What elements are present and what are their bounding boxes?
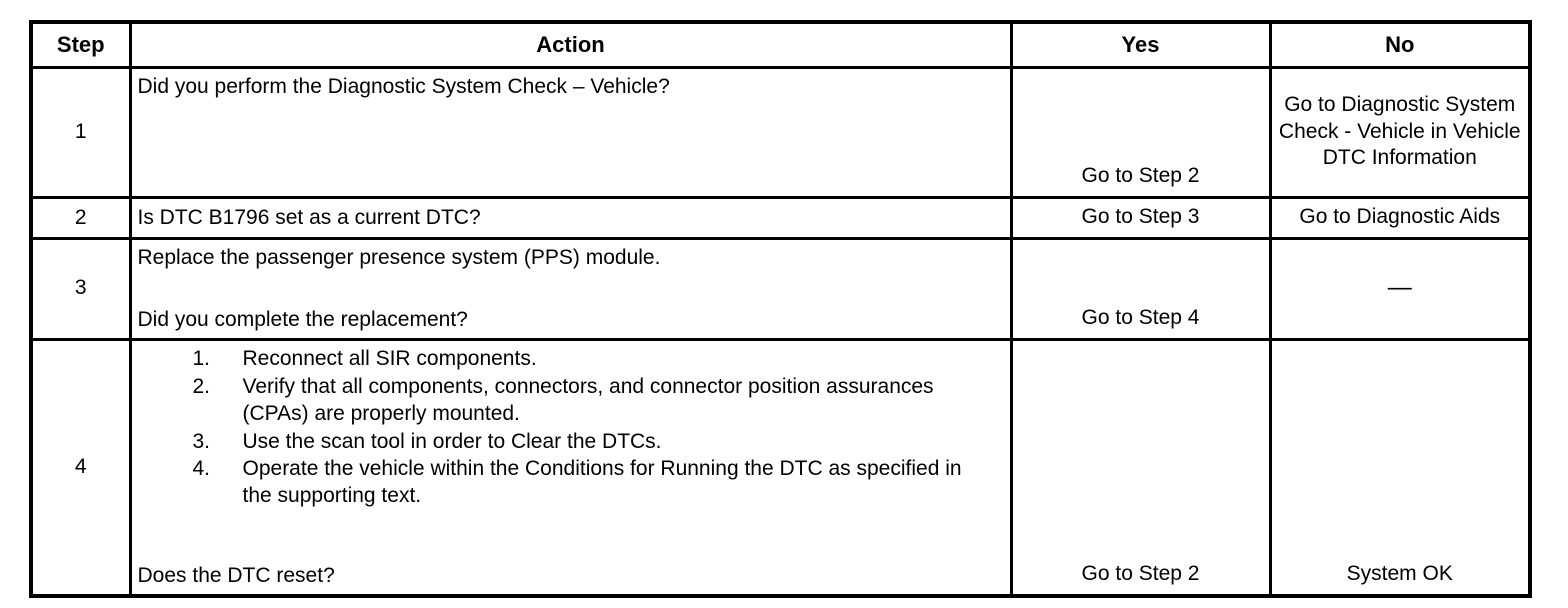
action-cell: 1. Reconnect all SIR components. 2. Veri… <box>128 337 1013 598</box>
step-number: 1 <box>74 120 87 144</box>
no-cell: Go to Diagnostic Aids <box>1268 196 1532 240</box>
list-item-text: Reconnect all SIR components. <box>242 346 537 370</box>
action-cell: Did you perform the Diagnostic System Ch… <box>128 66 1013 199</box>
list-item-text: Operate the vehicle within the Condition… <box>242 457 962 508</box>
yes-cell: Go to Step 3 <box>1009 196 1272 240</box>
action-instruction-text: Replace the passenger presence system (P… <box>137 245 661 269</box>
step-number: 2 <box>74 205 87 229</box>
no-cell: Go to Diagnostic System Check - Vehicle … <box>1268 66 1532 199</box>
step-cell: 2 <box>29 196 132 240</box>
no-action-text: Go to Diagnostic System Check - Vehicle … <box>1278 92 1521 170</box>
list-item-text: Use the scan tool in order to Clear the … <box>242 429 662 453</box>
yes-cell: Go to Step 4 <box>1009 236 1272 341</box>
table-row: 1 Did you perform the Diagnostic System … <box>29 66 1532 199</box>
column-header-step: Step <box>29 20 132 69</box>
table-row: 2 Is DTC B1796 set as a current DTC? Go … <box>29 196 1532 240</box>
action-question-text: Did you complete the replacement? <box>137 308 468 331</box>
list-item: 2. Verify that all components, connector… <box>138 374 1004 428</box>
no-action-text: — <box>1387 274 1412 302</box>
list-item: 1. Reconnect all SIR components. <box>138 346 1004 373</box>
step-cell: 1 <box>29 66 132 199</box>
list-item-number: 1. <box>192 346 211 370</box>
step-cell: 3 <box>29 236 132 341</box>
step-number: 3 <box>74 276 87 300</box>
step-number: 4 <box>74 454 87 478</box>
table-header-row: Step Action Yes No <box>29 20 1532 69</box>
action-step-list: 1. Reconnect all SIR components. 2. Veri… <box>138 346 1004 511</box>
action-question-text: Does the DTC reset? <box>137 564 335 587</box>
list-item-number: 2. <box>192 374 211 398</box>
list-item-number: 4. <box>192 457 211 481</box>
step-cell: 4 <box>29 337 132 598</box>
list-item-number: 3. <box>192 429 211 453</box>
diagnostic-procedure-table: Step Action Yes No 1 Did you perform the… <box>29 20 1532 598</box>
action-cell: Replace the passenger presence system (P… <box>128 236 1013 341</box>
no-action-text: System OK <box>1346 562 1453 585</box>
action-cell: Is DTC B1796 set as a current DTC? <box>128 196 1013 240</box>
no-action-text: Go to Diagnostic Aids <box>1299 205 1501 228</box>
column-header-yes: Yes <box>1009 20 1272 69</box>
yes-cell: Go to Step 2 <box>1009 66 1272 199</box>
column-header-no: No <box>1268 20 1532 69</box>
yes-action-text: Go to Step 4 <box>1081 306 1200 329</box>
yes-action-text: Go to Step 2 <box>1081 562 1200 585</box>
yes-action-text: Go to Step 3 <box>1081 205 1200 228</box>
list-item-text: Verify that all components, connectors, … <box>242 374 934 425</box>
table-row: 4 1. Reconnect all SIR components. 2. <box>29 337 1532 598</box>
yes-action-text: Go to Step 2 <box>1081 164 1200 188</box>
table-row: 3 Replace the passenger presence system … <box>29 236 1532 341</box>
yes-cell: Go to Step 2 <box>1009 337 1272 598</box>
column-header-action: Action <box>128 20 1013 69</box>
action-text: Is DTC B1796 set as a current DTC? <box>137 206 481 229</box>
list-item: 4. Operate the vehicle within the Condit… <box>138 456 1004 510</box>
no-cell: System OK <box>1268 337 1532 598</box>
list-item: 3. Use the scan tool in order to Clear t… <box>138 429 1004 456</box>
action-text: Did you perform the Diagnostic System Ch… <box>137 75 670 98</box>
no-cell: — <box>1268 236 1532 341</box>
